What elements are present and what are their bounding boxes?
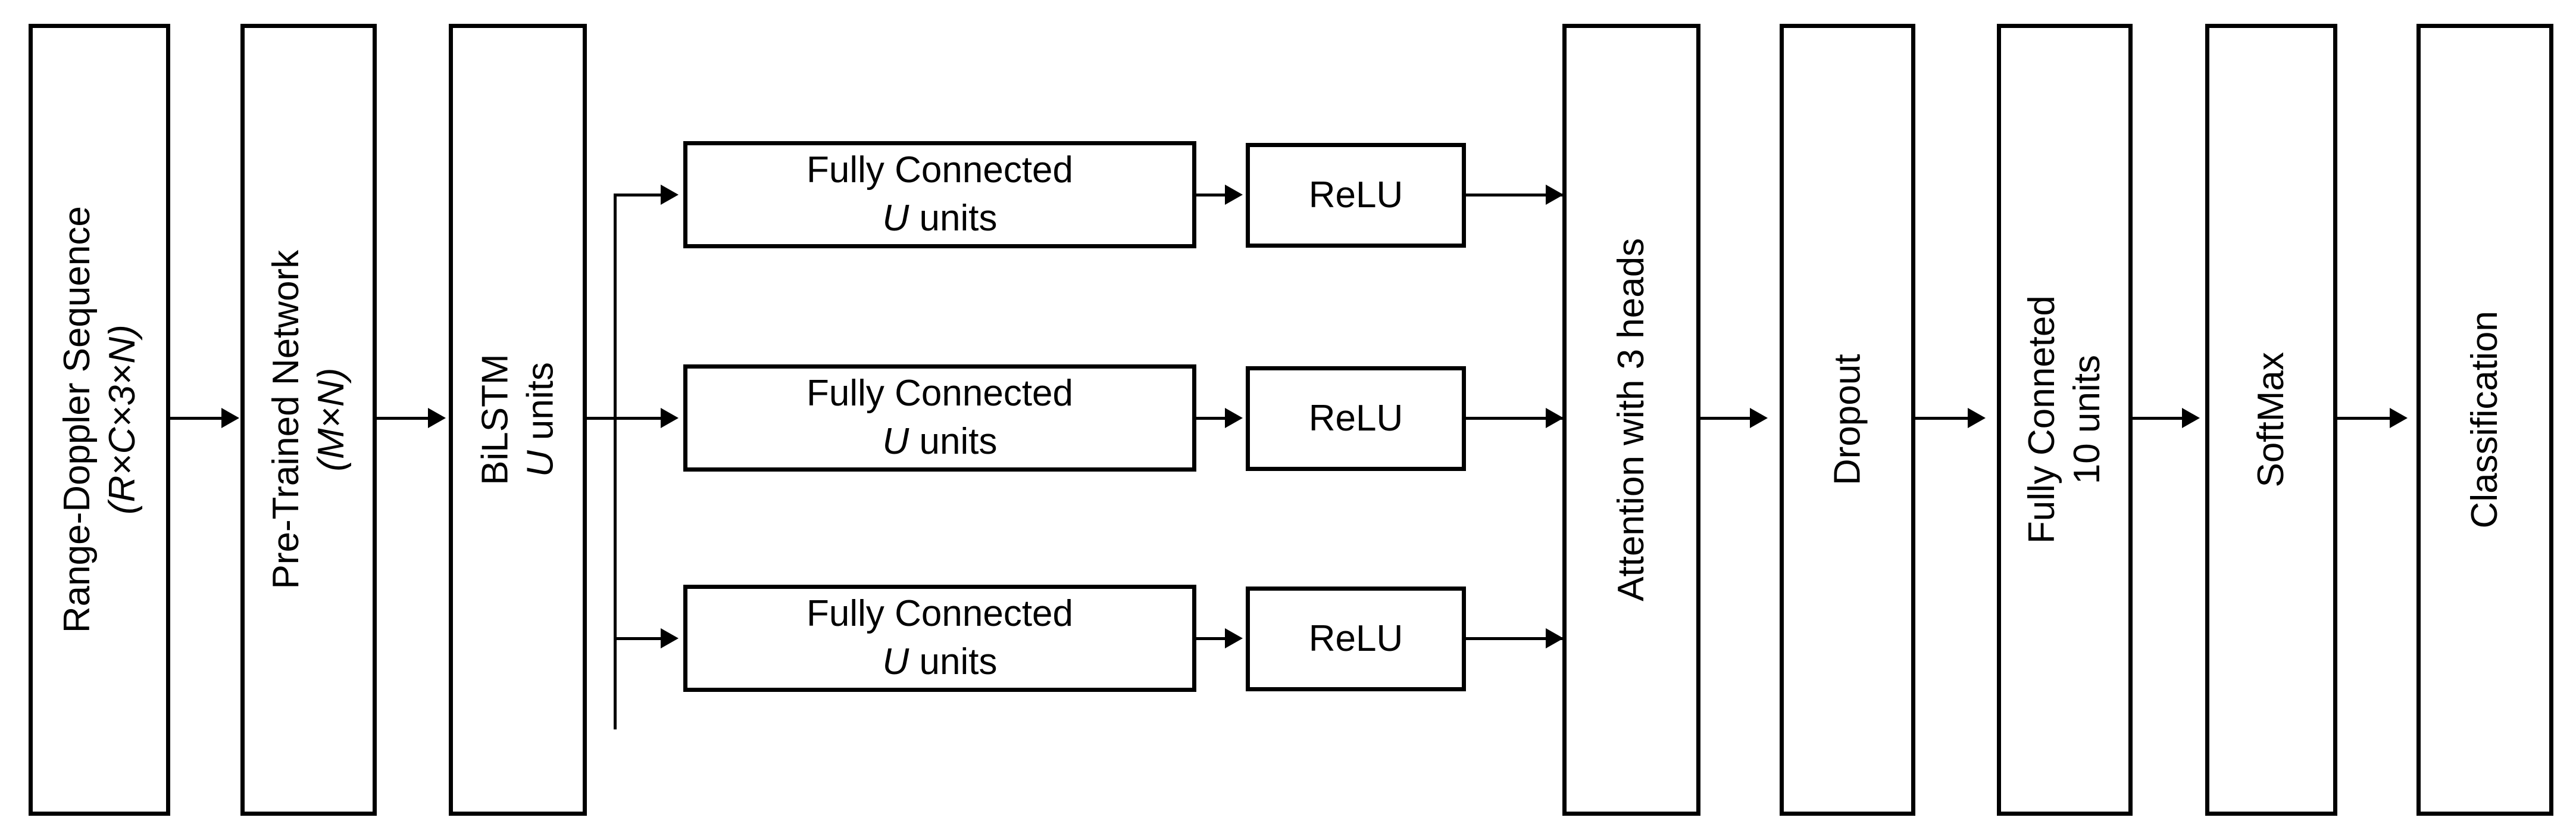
block-relu-3-label: ReLU xyxy=(1308,617,1403,659)
fc10-line1: Fully Conneted xyxy=(2021,295,2063,544)
block-fully-connected-1-label: Fully Connected U units xyxy=(806,146,1073,242)
edge-bilstm-to-fc3-line xyxy=(614,637,675,640)
block-relu-2: ReLU xyxy=(1246,366,1466,471)
block-pre-trained-network-label: Pre-Trained Network (M×N) xyxy=(264,250,354,589)
edge-softmax-to-classification-line xyxy=(2337,417,2397,420)
fc3-u-symbol: U xyxy=(882,641,909,682)
block-range-doppler-sequence-label: Range-Doppler Sequence (R×C×3×N) xyxy=(54,207,144,634)
block-classification: Classification xyxy=(2416,24,2553,816)
edge-softmax-to-classification-arrowhead xyxy=(2390,408,2408,428)
fc10-line2: 10 units xyxy=(2067,355,2108,485)
fc2-line2: U units xyxy=(806,418,1073,466)
edge-rd-to-pretrained-line xyxy=(170,417,225,420)
edge-fc3-to-relu3-arrowhead xyxy=(1225,628,1243,648)
block-range-doppler-sequence: Range-Doppler Sequence (R×C×3×N) xyxy=(29,24,170,816)
edge-bilstm-fanout-trunk xyxy=(587,417,675,420)
fc2-units-word: units xyxy=(909,421,998,462)
edge-bilstm-to-fc3-arrowhead xyxy=(661,628,679,648)
block-relu-2-label: ReLU xyxy=(1308,397,1403,439)
block-attention: Attention with 3 heads xyxy=(1562,24,1700,816)
fc3-line1: Fully Connected xyxy=(806,593,1074,635)
block-attention-label: Attention with 3 heads xyxy=(1611,238,1652,602)
edge-bilstm-to-fc1-line xyxy=(614,194,675,196)
edge-dropout-to-fc10-arrowhead xyxy=(1968,408,1986,428)
edge-fc10-to-softmax-line xyxy=(2133,417,2189,420)
fc1-units-word: units xyxy=(909,198,998,239)
edge-fc3-to-relu3-line xyxy=(1196,637,1232,640)
edge-pretrained-to-bilstm-line xyxy=(377,417,432,420)
fc1-line1: Fully Connected xyxy=(806,149,1074,191)
edge-fc2-to-relu2-line xyxy=(1196,417,1232,420)
block-relu-1-label: ReLU xyxy=(1308,174,1403,216)
block-fully-conneted-10-label: Fully Conneted 10 units xyxy=(2019,295,2109,544)
edge-fc1-to-relu1-line xyxy=(1196,194,1232,196)
edge-relu1-to-attention-arrowhead xyxy=(1546,185,1564,205)
edge-bilstm-fanout-bus xyxy=(614,194,617,729)
fc1-u-symbol: U xyxy=(882,198,909,239)
block-dropout-label: Dropout xyxy=(1827,354,1868,486)
block-fully-connected-2: Fully Connected U units xyxy=(683,364,1196,472)
range-doppler-line1: Range-Doppler Sequence xyxy=(56,206,98,634)
edge-fc1-to-relu1-arrowhead xyxy=(1225,185,1243,205)
edge-dropout-to-fc10-line xyxy=(1915,417,1975,420)
edge-relu3-to-attention-line xyxy=(1466,637,1570,640)
fc3-line2: U units xyxy=(806,638,1073,687)
pretrained-line2: (M×N) xyxy=(310,368,352,472)
block-relu-3: ReLU xyxy=(1246,587,1466,691)
block-fully-connected-3: Fully Connected U units xyxy=(683,585,1196,692)
edge-fc2-to-relu2-arrowhead xyxy=(1225,408,1243,428)
block-fully-connected-3-label: Fully Connected U units xyxy=(806,590,1073,686)
edge-attention-to-dropout-arrowhead xyxy=(1750,408,1768,428)
block-dropout: Dropout xyxy=(1780,24,1915,816)
edge-bilstm-to-fc2-arrowhead xyxy=(661,408,679,428)
bilstm-line1: BiLSTM xyxy=(474,354,516,486)
block-softmax-label: SoftMax xyxy=(2250,352,2292,488)
block-bilstm: BiLSTM U units xyxy=(449,24,587,816)
block-pre-trained-network: Pre-Trained Network (M×N) xyxy=(240,24,377,816)
pretrained-line1: Pre-Trained Network xyxy=(265,250,307,589)
block-fully-connected-1: Fully Connected U units xyxy=(683,141,1196,248)
edge-relu1-to-attention-line xyxy=(1466,194,1570,196)
edge-relu3-to-attention-arrowhead xyxy=(1546,628,1564,648)
edge-pretrained-to-bilstm-arrowhead xyxy=(428,408,446,428)
bilstm-u-symbol: U xyxy=(520,450,561,478)
edge-relu2-to-attention-arrowhead xyxy=(1546,408,1564,428)
block-fully-conneted-10: Fully Conneted 10 units xyxy=(1997,24,2133,816)
edge-rd-to-pretrained-arrowhead xyxy=(221,408,239,428)
block-relu-1: ReLU xyxy=(1246,143,1466,248)
edge-bilstm-to-fc1-arrowhead xyxy=(661,185,679,205)
bilstm-line2: U units xyxy=(518,354,563,485)
edge-attention-to-dropout-line xyxy=(1700,417,1757,420)
block-bilstm-label: BiLSTM U units xyxy=(473,354,562,485)
bilstm-units-word: units xyxy=(520,362,561,451)
block-fully-connected-2-label: Fully Connected U units xyxy=(806,370,1073,466)
fc2-u-symbol: U xyxy=(882,421,909,462)
block-softmax: SoftMax xyxy=(2205,24,2337,816)
range-doppler-line2: (R×C×3×N) xyxy=(101,325,142,515)
fc1-line2: U units xyxy=(806,195,1073,243)
fc3-units-word: units xyxy=(909,641,998,682)
block-classification-label: Classification xyxy=(2464,311,2506,529)
edge-relu2-to-attention-line xyxy=(1466,417,1570,420)
edge-fc10-to-softmax-arrowhead xyxy=(2182,408,2200,428)
fc2-line1: Fully Connected xyxy=(806,373,1074,414)
